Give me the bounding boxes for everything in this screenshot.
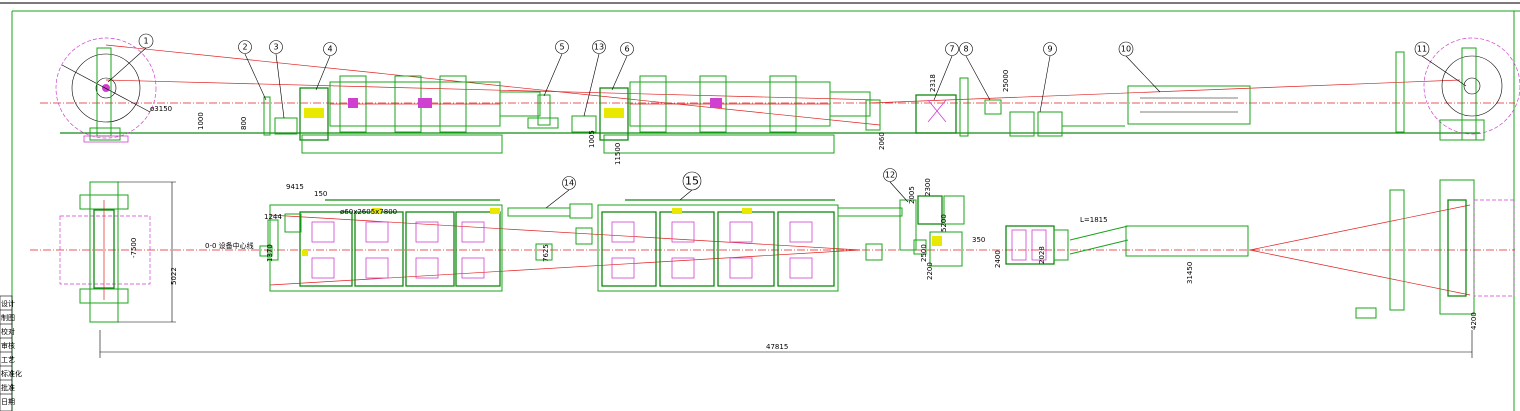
title-block [0, 295, 13, 411]
dim-2400: 2400 [994, 250, 1002, 268]
svg-text:14: 14 [564, 179, 574, 188]
dim-1000: 1000 [197, 112, 205, 130]
dim-2028: 2028 [1038, 246, 1046, 264]
dim-1005: 1005 [588, 130, 596, 148]
svg-text:批准: 批准 [1, 383, 15, 392]
svg-text:审核: 审核 [1, 341, 15, 350]
overall-length: 47815 [766, 343, 788, 351]
dim-2060: 2060 [878, 132, 886, 150]
dim-2200: 2200 [926, 262, 934, 280]
svg-text:标准化: 标准化 [1, 369, 22, 378]
dim-1370: 1370 [266, 244, 274, 262]
svg-text:3: 3 [273, 43, 278, 52]
balloon-3: 3 [269, 40, 285, 119]
svg-text:1: 1 [143, 37, 148, 46]
capstan-two [1009, 111, 1125, 137]
capstan-one [527, 94, 559, 129]
item-balloons: 1 2 3 4 5 13 6 7 8 9 10 11 14 15 12 [107, 33, 1467, 209]
dim-2300: 2300 [924, 178, 932, 196]
dim-bar-note: ø60x2605x7800 [340, 208, 397, 216]
svg-text:10: 10 [1121, 45, 1131, 54]
balloon-1: 1 [107, 33, 154, 83]
bar-link [507, 203, 593, 261]
strander-two-plan [597, 199, 903, 292]
capstan-trough-plan [1005, 225, 1249, 265]
dim-2318: 2318 [929, 74, 937, 92]
strander-one-elevation [299, 75, 541, 154]
dim-2500: 2500 [920, 244, 928, 262]
balloon-6: 6 [611, 42, 634, 91]
dim-4200: 4200 [1470, 312, 1478, 330]
balloon-12: 12 [883, 168, 909, 203]
balloon-14: 14 [545, 176, 576, 209]
strander-one-plan [259, 199, 503, 292]
svg-text:15: 15 [685, 175, 699, 188]
balloon-5: 5 [543, 40, 569, 97]
balloon-15: 15 [679, 171, 702, 201]
dimension-texts: ø3150 1000 800 1005 11500 2060 2318 2500… [130, 70, 1478, 351]
balloon-2: 2 [238, 40, 267, 101]
svg-text:2: 2 [242, 43, 247, 52]
svg-text:校对: 校对 [1, 327, 15, 336]
svg-text:13: 13 [594, 43, 604, 52]
overall-dimension [99, 181, 1473, 358]
takeup-plan [1355, 179, 1515, 319]
title-block-text: 设计 制图 校对 审核 工艺 标准化 批准 日期 [1, 299, 22, 406]
balloon-7: 7 [933, 42, 959, 101]
balloon-8: 8 [959, 42, 991, 101]
strander-two-elevation [571, 75, 881, 154]
svg-text:制图: 制图 [1, 313, 15, 322]
dim-reel-diameter: ø3150 [150, 105, 172, 113]
axis-note: 0-0 设备中心线 [205, 241, 254, 250]
dim-150: 150 [314, 190, 327, 198]
svg-text:5: 5 [559, 43, 564, 52]
svg-text:日期: 日期 [1, 398, 15, 406]
dim-5022: 5022 [170, 267, 178, 285]
svg-text:4: 4 [327, 45, 332, 54]
balloon-11: 11 [1414, 41, 1467, 87]
balloon-10: 10 [1118, 41, 1161, 93]
dim-7500: -7500 [130, 238, 138, 258]
svg-text:设计: 设计 [1, 299, 15, 308]
dim-350: 350 [972, 236, 985, 244]
balloon-4: 4 [315, 42, 337, 91]
balloon-13: 13 [583, 40, 606, 117]
dim-800: 800 [240, 117, 248, 130]
length-note: L=1815 [1080, 216, 1108, 224]
dim-31450: 31450 [1186, 262, 1194, 284]
dim-9415: 9415 [286, 183, 304, 191]
dim-1244: 1244 [264, 213, 282, 221]
takeup-reel-stand [1395, 37, 1520, 141]
payoff-reel-topview [59, 181, 151, 323]
dim-5200: 5200 [940, 214, 948, 232]
svg-text:12: 12 [885, 171, 895, 180]
svg-text:6: 6 [624, 45, 629, 54]
dim-7625: 7625 [542, 244, 550, 262]
taping-unit-plan [899, 195, 965, 267]
svg-text:工艺: 工艺 [1, 356, 15, 364]
svg-text:8: 8 [963, 45, 968, 54]
dim-2005: 2005 [908, 186, 916, 204]
svg-text:7: 7 [949, 45, 954, 54]
cooling-trough [1127, 85, 1251, 125]
guide-unit [263, 96, 298, 261]
svg-text:9: 9 [1047, 45, 1052, 54]
dim-25000: 25000 [1002, 70, 1010, 92]
payoff-reel-stand [55, 37, 157, 143]
balloon-9: 9 [1039, 42, 1057, 113]
svg-text:11: 11 [1417, 45, 1427, 54]
dim-11500: 11500 [614, 143, 622, 165]
